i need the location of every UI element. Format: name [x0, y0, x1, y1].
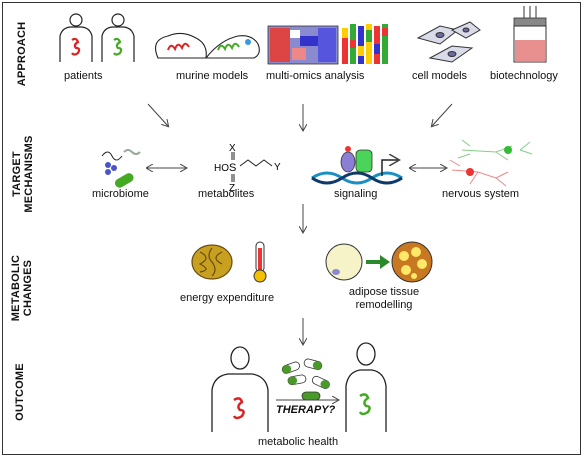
label-multi-omics: multi-omics analysis — [266, 70, 365, 82]
mitochondrion-icon — [191, 244, 233, 280]
patient-after-icon — [345, 342, 387, 432]
patients-icon — [59, 13, 135, 62]
label-patients: patients — [64, 70, 103, 82]
microbiome-icon — [101, 149, 141, 188]
formula-x: X — [229, 143, 236, 154]
thermometer-icon — [253, 241, 267, 283]
label-adipose-tissue: adipose tissue remodelling — [348, 286, 420, 311]
cells-icon — [416, 21, 481, 63]
remodel-arrow-head — [380, 255, 390, 269]
label-nervous-system: nervous system — [442, 188, 520, 200]
signaling-icon — [311, 146, 403, 185]
formula-ho: HO — [214, 163, 229, 174]
formula-s: S — [229, 162, 236, 174]
metabolite-structure — [231, 152, 273, 182]
label-signaling: signaling — [334, 188, 378, 200]
label-biotechnology: biotechnology — [490, 70, 558, 82]
label-cell-models: cell models — [412, 70, 468, 82]
neurons-icon — [449, 139, 533, 187]
bioreactor-icon — [513, 6, 547, 63]
brown-adipocyte-icon — [391, 241, 433, 283]
label-therapy: THERAPY? — [276, 404, 336, 416]
figure-frame — [2, 2, 581, 455]
label-energy-expenditure: energy expenditure — [180, 292, 275, 304]
arrow-patients — [147, 103, 168, 126]
heatmap-icon — [267, 25, 339, 65]
pills-icon — [281, 358, 330, 401]
patient-before-icon — [211, 346, 269, 432]
label-metabolites: metabolites — [198, 188, 255, 200]
label-murine-models: murine models — [176, 70, 249, 82]
label-metabolic-health: metabolic health — [258, 436, 339, 448]
arrow-biotech — [432, 103, 453, 126]
stacked-bars-icon — [342, 24, 388, 64]
mouse-icon — [155, 32, 260, 59]
white-adipocyte-icon — [325, 243, 363, 281]
formula-y: Y — [274, 162, 281, 173]
label-microbiome: microbiome — [92, 188, 149, 200]
formula-z: Z — [229, 183, 235, 194]
